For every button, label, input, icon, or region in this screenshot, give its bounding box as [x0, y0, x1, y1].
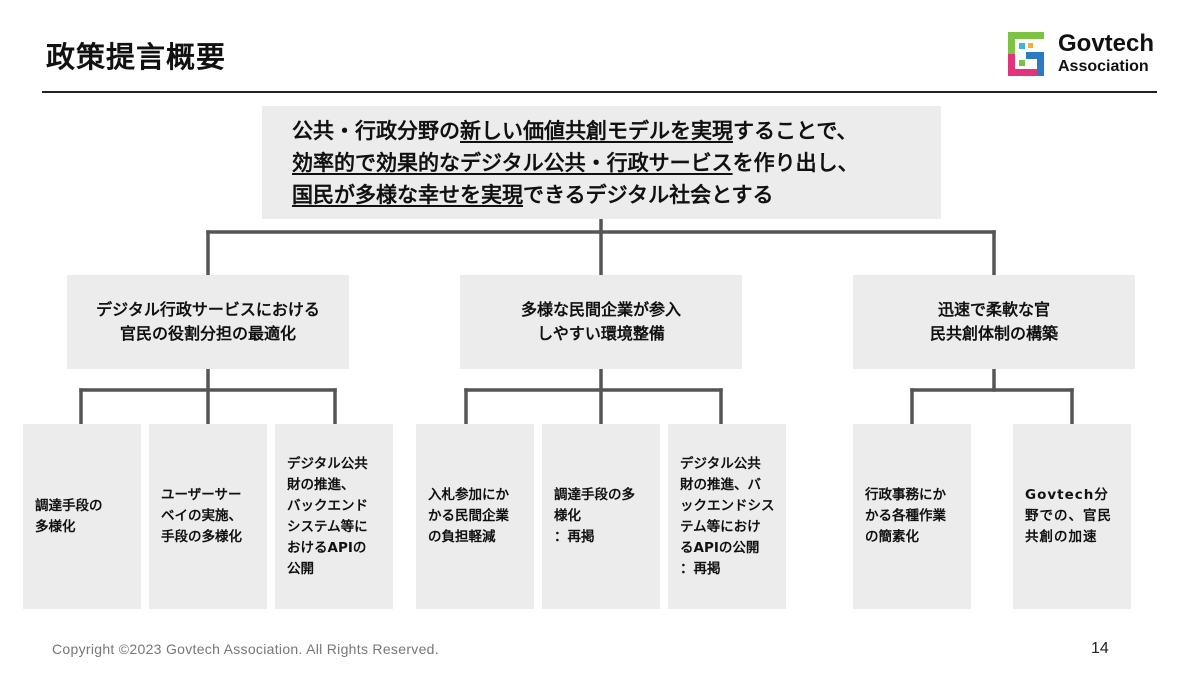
vision-underlined-text: 効率的で効果的なデジタル公共・行政サービス — [292, 150, 733, 175]
leaf-line: 共創の加速 — [1025, 529, 1098, 545]
leaf-line: るAPIの公開 — [680, 539, 760, 556]
leaf-line: 財の推進、バ — [680, 476, 761, 493]
vision-text: を作り出し、 — [732, 150, 859, 175]
leaf-line: かる民間企業 — [428, 508, 509, 524]
leaf-line: ：再掲 — [680, 560, 721, 577]
leaf-line: バックエンド — [287, 497, 368, 514]
leaf-line: デジタル公共 — [287, 455, 368, 472]
leaf-line: ユーザーサー — [161, 487, 242, 503]
vision-text: 公共・行政分野の — [292, 118, 460, 143]
leaf-line: 調達手段の多 — [554, 487, 635, 503]
page-number: 14 — [1091, 640, 1109, 657]
pillar-box: 迅速で柔軟な官民共創体制の構築 — [853, 275, 1135, 369]
leaf-box: ユーザーサーベイの実施、手段の多様化 — [149, 424, 267, 609]
vision-line: 公共・行政分野の新しい価値共創モデルを実現することで、 — [292, 115, 859, 147]
leaf-line: 行政事務にか — [865, 487, 946, 503]
vision-line: 国民が多様な幸せを実現できるデジタル社会とする — [292, 179, 859, 211]
pillar-label: デジタル行政サービスにおける — [96, 300, 320, 319]
vision-text: できるデジタル社会とする — [523, 182, 774, 207]
leaf-line: デジタル公共 — [680, 455, 761, 472]
leaf-line: かる各種作業 — [865, 508, 946, 524]
leaf-line: ：再掲 — [554, 529, 595, 545]
leaf-line: 野での、官民 — [1025, 508, 1112, 524]
leaf-line: ックエンドシス — [680, 497, 775, 514]
leaf-line: おけるAPIの — [287, 539, 367, 556]
leaf-box: Govtech分野での、官民共創の加速 — [1013, 424, 1131, 609]
govtech-logo: Govtech Association — [1008, 30, 1168, 80]
leaf-line: 様化 — [554, 508, 581, 524]
leaf-box: デジタル公共財の推進、バックエンドシステム等におけるAPIの公開 ：再掲 — [668, 424, 786, 609]
vision-box: 公共・行政分野の新しい価値共創モデルを実現することで、効率的で効果的なデジタル公… — [262, 106, 941, 219]
title-divider — [42, 91, 1157, 93]
leaf-line: 公開 — [287, 560, 314, 577]
pillar-label: しやすい環境整備 — [537, 324, 665, 343]
footer-copyright: Copyright ©2023 Govtech Association. All… — [52, 641, 439, 657]
leaf-box: 入札参加にかかる民間企業の負担軽減 — [416, 424, 534, 609]
govtech-logo-mark-icon — [1008, 32, 1044, 76]
leaf-line: 多様化 — [35, 518, 76, 535]
pillar-label: 迅速で柔軟な官 — [937, 300, 1050, 319]
leaf-line: 調達手段の — [35, 497, 103, 514]
leaf-line: 財の推進、 — [287, 476, 355, 493]
page-title: 政策提言概要 — [46, 40, 227, 74]
vision-text: することで、 — [733, 118, 858, 143]
vision-underlined-text: 新しい価値共創モデルを実現 — [460, 118, 733, 143]
logo-subname: Association — [1058, 58, 1149, 75]
leaf-box: デジタル公共財の推進、バックエンドシステム等におけるAPIの公開 — [275, 424, 393, 609]
leaf-box: 行政事務にかかる各種作業の簡素化 — [853, 424, 971, 609]
pillar-box: デジタル行政サービスにおける官民の役割分担の最適化 — [67, 275, 349, 369]
leaf-line: テム等におけ — [680, 518, 761, 535]
leaf-line: ベイの実施、 — [161, 508, 242, 524]
pillar-label: 民共創体制の構築 — [929, 324, 1058, 343]
vision-underlined-text: 国民が多様な幸せを実現 — [292, 182, 523, 207]
pillar-label: 官民の役割分担の最適化 — [119, 324, 296, 343]
leaf-line: システム等に — [287, 518, 368, 535]
leaf-box: 調達手段の多様化 — [23, 424, 141, 609]
leaf-line: 手段の多様化 — [161, 529, 242, 545]
leaf-line: の負担軽減 — [428, 529, 496, 545]
leaf-line: Govtech分 — [1025, 487, 1109, 503]
leaf-box: 調達手段の多様化 ：再掲 — [542, 424, 660, 609]
pillar-box: 多様な民間企業が参入しやすい環境整備 — [460, 275, 742, 369]
logo-name: Govtech — [1058, 30, 1155, 57]
vision-line: 効率的で効果的なデジタル公共・行政サービスを作り出し、 — [292, 147, 859, 179]
leaf-line: の簡素化 — [865, 529, 919, 545]
leaf-line: 入札参加にか — [428, 487, 509, 503]
pillar-label: 多様な民間企業が参入 — [520, 300, 681, 319]
